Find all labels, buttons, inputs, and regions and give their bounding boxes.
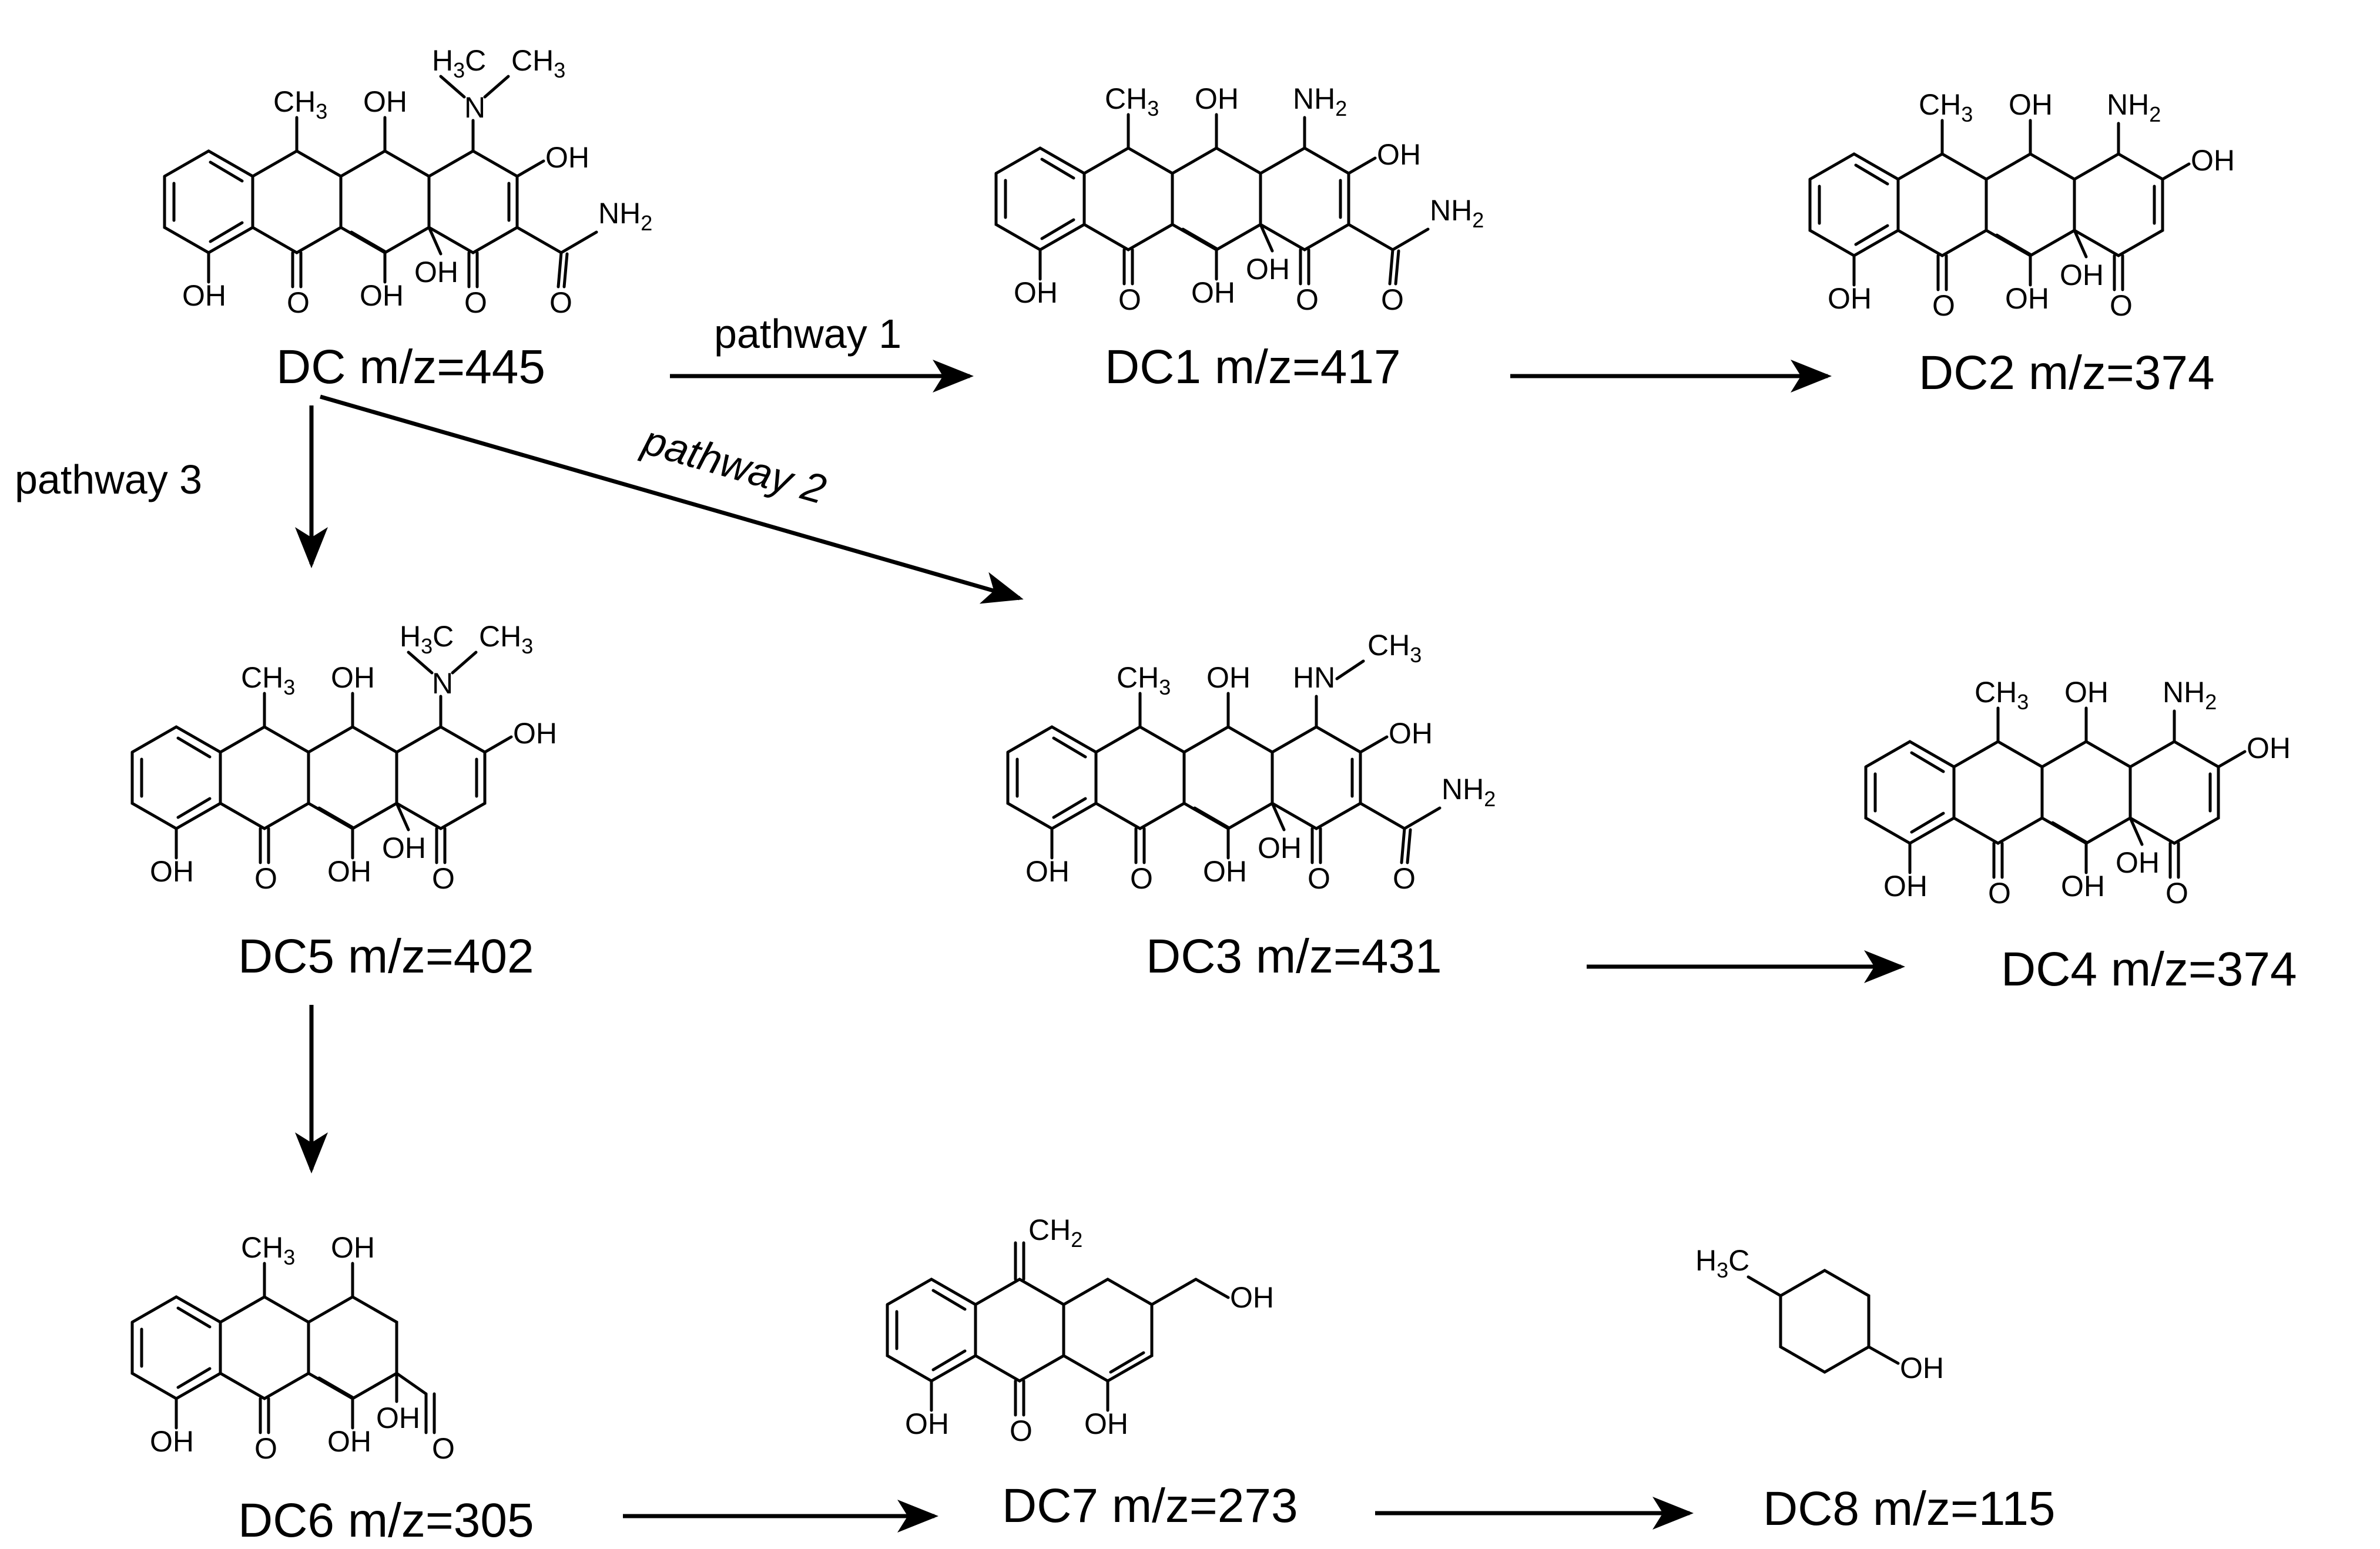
atom-nh2: NH2 bbox=[598, 197, 652, 235]
atom-oh: OH bbox=[150, 1425, 194, 1458]
atom-ch2: CH2 bbox=[1028, 1213, 1082, 1252]
pathway-3-label: pathway 3 bbox=[15, 457, 202, 502]
structure-dc3: O NH2 HN CH3 bbox=[1008, 629, 1496, 895]
atom-ch3: CH3 bbox=[511, 44, 565, 82]
atom-h3c: H3C bbox=[400, 620, 454, 658]
atom-n: N bbox=[464, 91, 485, 124]
atom-nh2: NH2 bbox=[1430, 194, 1484, 232]
atom-ch3: CH3 bbox=[241, 1231, 295, 1269]
atom-h3c: H3C bbox=[432, 44, 486, 82]
atom-o: O bbox=[1381, 283, 1404, 316]
atom-oh: OH bbox=[1230, 1281, 1274, 1314]
structure-dc7: CH2 OH O OH OH bbox=[886, 1213, 1274, 1447]
structure-dc6: OH O OH O OH CH3 OH bbox=[130, 1231, 455, 1465]
atom-nh2: NH2 bbox=[1442, 773, 1496, 811]
atom-oh: OH bbox=[376, 1402, 420, 1434]
atom-nh2: NH2 bbox=[2107, 88, 2161, 126]
label-dc4: DC4 m/z=374 bbox=[2001, 943, 2297, 996]
label-dc3: DC3 m/z=431 bbox=[1146, 930, 1442, 983]
atom-o: O bbox=[1010, 1414, 1033, 1447]
label-dc6: DC6 m/z=305 bbox=[238, 1494, 534, 1547]
pathway-1-label: pathway 1 bbox=[714, 311, 901, 357]
atom-oh: OH bbox=[327, 1425, 371, 1458]
atom-oh: OH bbox=[905, 1407, 949, 1440]
atom-h3c: H3C bbox=[1695, 1244, 1749, 1282]
label-dc1: DC1 m/z=417 bbox=[1105, 340, 1401, 394]
label-dc: DC m/z=445 bbox=[276, 340, 545, 394]
atom-n: N bbox=[432, 667, 453, 700]
atom-ch3: CH3 bbox=[479, 620, 533, 658]
atom-o: O bbox=[549, 286, 572, 319]
atom-o: O bbox=[1393, 862, 1416, 895]
structure-dc4: NH2 bbox=[1866, 676, 2291, 910]
atom-ch3: CH3 bbox=[1367, 629, 1422, 667]
label-dc5: DC5 m/z=402 bbox=[238, 930, 534, 983]
structure-dc1: O NH2 NH2 bbox=[996, 82, 1484, 316]
atom-nh: HN bbox=[1293, 661, 1335, 694]
arrow-dc-to-dc3 bbox=[320, 394, 1024, 604]
atom-oh: OH bbox=[1084, 1407, 1128, 1440]
atom-oh: OH bbox=[1900, 1352, 1944, 1384]
structure-dc: O NH2 N H3C CH3 bbox=[165, 44, 652, 319]
atom-o: O bbox=[432, 1432, 455, 1465]
structure-dc8: H3C OH bbox=[1695, 1244, 1944, 1384]
label-dc7: DC7 m/z=273 bbox=[1002, 1479, 1298, 1533]
atom-o: O bbox=[254, 1432, 277, 1465]
label-dc8: DC8 m/z=115 bbox=[1763, 1482, 2056, 1535]
structure-dc2: NH2 bbox=[1810, 88, 2235, 322]
atom-oh: OH bbox=[331, 1231, 375, 1264]
label-dc2: DC2 m/z=374 bbox=[1919, 346, 2215, 400]
atom-nh2: NH2 bbox=[1293, 82, 1347, 120]
atom-nh2: NH2 bbox=[2163, 676, 2217, 714]
structure-dc5: N H3C CH3 bbox=[132, 620, 557, 895]
